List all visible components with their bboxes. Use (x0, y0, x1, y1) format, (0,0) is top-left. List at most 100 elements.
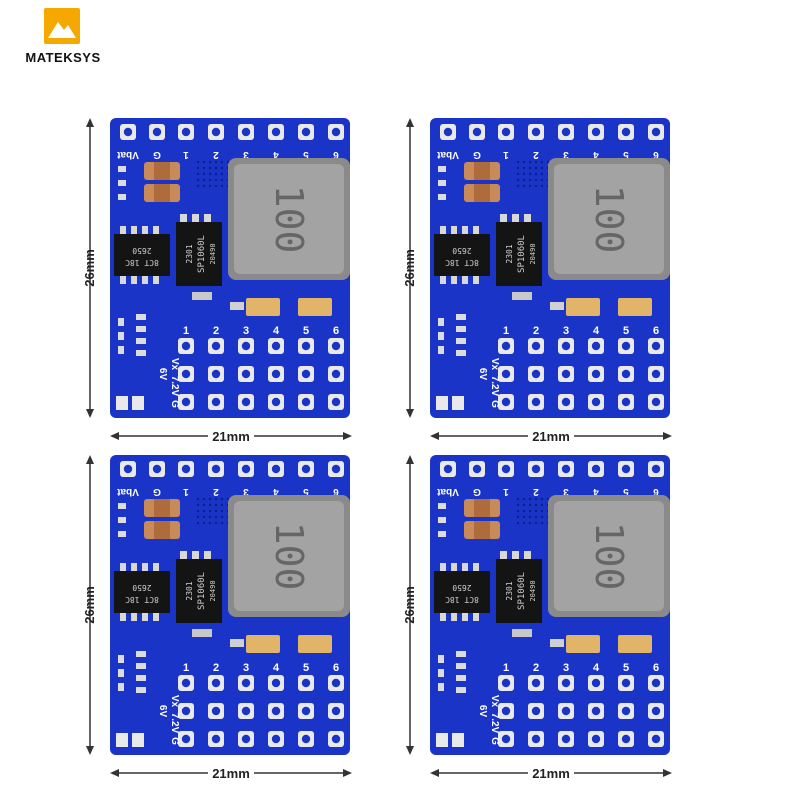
inductor: 100 (548, 495, 670, 617)
width-label: 21mm (212, 766, 250, 781)
top-pad-label: 5 (303, 149, 309, 160)
side-label: 7.2V (489, 376, 500, 397)
chip-left-line-1: 2650 (132, 583, 151, 592)
side-label: 7.2V (489, 713, 500, 734)
side-label: Vx (489, 695, 500, 708)
side-label: 6V (157, 368, 168, 381)
bottom-pad-label: 3 (563, 662, 569, 674)
chip-right-line-3: 20490 (209, 243, 217, 264)
ic-chip-left: 2650 8CT 18C (434, 226, 490, 284)
bottom-pad-label: 2 (213, 662, 219, 674)
bottom-pad-label: 5 (623, 662, 629, 674)
chip-right-line-3: 20490 (209, 580, 217, 601)
top-pad-label: 6 (333, 149, 339, 160)
side-label: 7.2V (169, 713, 180, 734)
inductor: 100 (228, 495, 350, 617)
top-pad-label: 3 (243, 149, 249, 160)
top-pad-label: 4 (593, 149, 599, 160)
top-pad-label: 2 (533, 486, 539, 497)
bottom-pad-label: 5 (623, 325, 629, 337)
top-pad-label: 3 (243, 486, 249, 497)
chip-right-line-2: SP1060L (517, 235, 527, 273)
bottom-pad-label: 5 (303, 325, 309, 337)
height-label: 26mm (402, 249, 417, 287)
side-label: G (489, 400, 500, 408)
chip-right-line-3: 20490 (529, 243, 537, 264)
bottom-pad-label: 1 (503, 662, 509, 674)
chip-right-line-3: 20490 (529, 580, 537, 601)
bottom-pad-label: 4 (273, 662, 280, 674)
chip-left-line-2: 8CT 18C (445, 258, 479, 267)
height-label: 26mm (82, 249, 97, 287)
side-label: G (169, 400, 180, 408)
bottom-pad-label: 6 (653, 662, 659, 674)
bottom-pad-label: 3 (243, 325, 249, 337)
height-dimension-arrow (86, 455, 94, 755)
side-label: 6V (157, 705, 168, 718)
inductor-marking: 100 (587, 185, 631, 254)
chip-right-line-1: 2301 (505, 244, 514, 263)
side-label: Vx (489, 358, 500, 371)
inductor: 100 (228, 158, 350, 280)
chip-right-line-1: 2301 (185, 581, 194, 600)
side-label: Vx (169, 695, 180, 708)
height-dimension-arrow (86, 118, 94, 418)
chip-left-line-2: 8CT 18C (125, 258, 159, 267)
top-pad-label: 2 (213, 486, 219, 497)
bottom-pad-label: 4 (593, 662, 600, 674)
top-pad-label: 5 (303, 486, 309, 497)
bottom-pad-label: 3 (563, 325, 569, 337)
chip-right-line-2: SP1060L (197, 572, 207, 610)
top-pad-label: 5 (623, 486, 629, 497)
top-pad-label: 3 (563, 149, 569, 160)
top-pad-label: 4 (273, 149, 279, 160)
inductor-marking: 100 (267, 522, 311, 591)
bottom-pad-label: 1 (183, 662, 189, 674)
top-pad-label: G (473, 486, 481, 497)
chip-left-line-2: 8CT 18C (445, 595, 479, 604)
inductor-marking: 100 (267, 185, 311, 254)
top-pad-label: 1 (183, 486, 189, 497)
bottom-pad-label: 2 (213, 325, 219, 337)
chip-right-line-2: SP1060L (197, 235, 207, 273)
top-pad-label: 1 (183, 149, 189, 160)
top-pad-label: 6 (653, 486, 659, 497)
brand-logo: MATEKSYS (8, 8, 118, 68)
height-label: 26mm (82, 586, 97, 624)
chip-left-line-1: 2650 (452, 246, 471, 255)
side-label: G (489, 737, 500, 745)
height-label: 26mm (402, 586, 417, 624)
bottom-pad-label: 5 (303, 662, 309, 674)
bottom-pad-label: 1 (183, 325, 189, 337)
brand-name: MATEKSYS (25, 50, 101, 65)
top-pad-label: Vbat (436, 486, 458, 497)
bottom-pad-label: 6 (333, 325, 339, 337)
bottom-pad-label: 2 (533, 325, 539, 337)
bottom-pad-label: 6 (333, 662, 339, 674)
width-label: 21mm (532, 429, 570, 444)
height-dimension-arrow (406, 455, 414, 755)
mountain-logo-icon (44, 8, 80, 44)
top-pad-label: 2 (533, 149, 539, 160)
top-pad-label: 4 (593, 486, 599, 497)
top-pad-label: 2 (213, 149, 219, 160)
bottom-pad-label: 1 (503, 325, 509, 337)
chip-left-line-1: 2650 (452, 583, 471, 592)
chip-right-line-2: SP1060L (517, 572, 527, 610)
side-label: Vx (169, 358, 180, 371)
side-label: 6V (477, 368, 488, 381)
bottom-pad-label: 3 (243, 662, 249, 674)
side-label: 6V (477, 705, 488, 718)
chip-right-line-1: 2301 (185, 244, 194, 263)
top-pad-label: 1 (503, 486, 509, 497)
side-label: 7.2V (169, 376, 180, 397)
top-pad-label: 5 (623, 149, 629, 160)
